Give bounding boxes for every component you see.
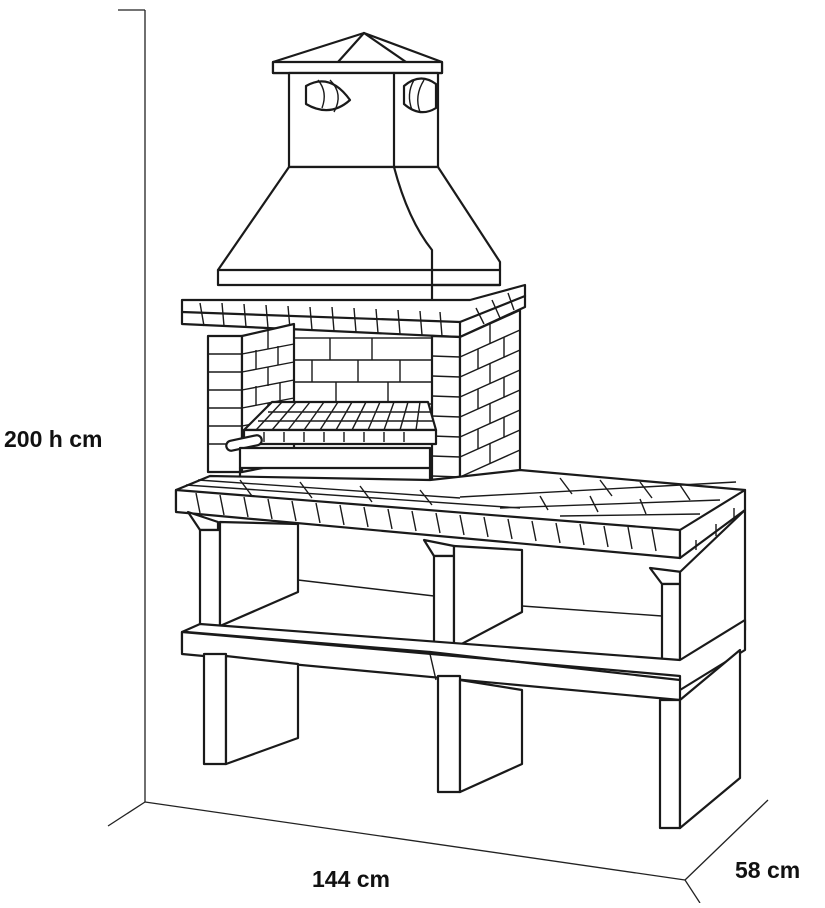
- dimension-axes: [107, 9, 769, 904]
- chimney-box: [287, 71, 440, 169]
- brick-counter-top: [174, 468, 747, 560]
- hood: [216, 165, 502, 314]
- depth-dimension-label: 58 cm: [735, 857, 801, 883]
- top-brick-band: [180, 283, 527, 339]
- lower-base: [180, 508, 747, 830]
- grill-grate: [225, 400, 438, 494]
- width-dimension-label: 144 cm: [312, 866, 391, 892]
- right-brick-pillar: [430, 308, 522, 498]
- height-dimension-label: 200 h cm: [4, 426, 103, 452]
- chimney-cap: [271, 31, 444, 75]
